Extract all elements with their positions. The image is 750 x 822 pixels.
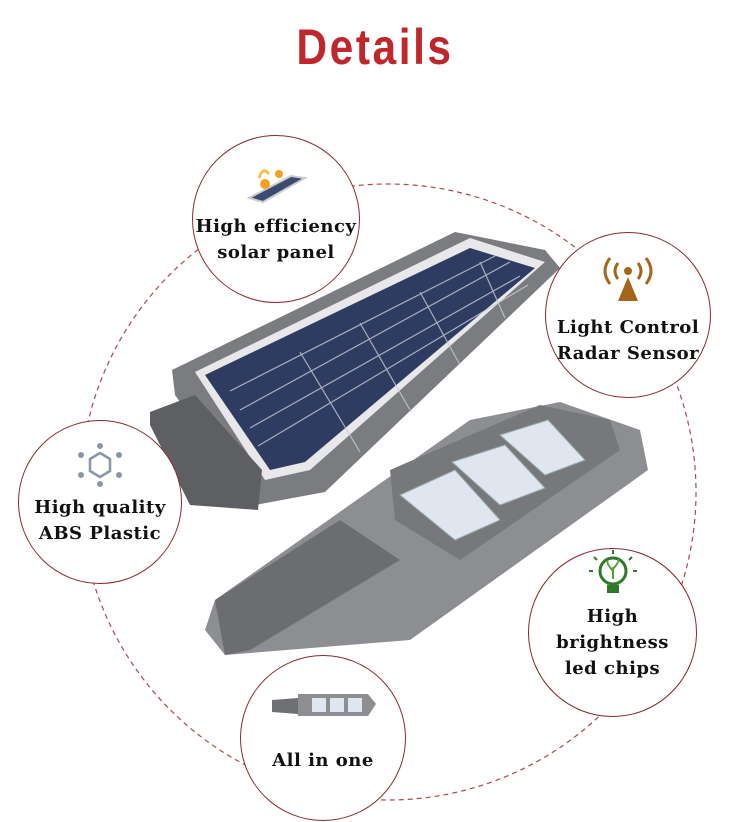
molecule-icon [78,443,122,487]
page-title: Details [296,19,454,75]
feature-label: High brightness [556,606,669,653]
feature-label: All in one [272,750,374,771]
feature-label: ABS Plastic [38,523,162,544]
bulb-icon [588,550,637,593]
feature-label: solar panel [217,242,335,263]
feature-abs-plastic: High quality ABS Plastic [18,420,182,584]
feature-solar-panel: High efficiency solar panel [192,135,360,303]
solar-panel-icon [246,169,309,204]
feature-radar-sensor: Light Control Radar Sensor [545,232,711,398]
radar-icon [603,257,653,301]
feature-all-in-one: All in one [240,655,406,821]
feature-label: High quality [34,497,166,518]
feature-label: High efficiency [195,216,357,237]
feature-label: led chips [564,658,661,679]
feature-led-chips: High brightness led chips [528,548,697,717]
street-light-icon [272,694,376,716]
feature-label: Light Control [556,317,700,338]
feature-label: Radar Sensor [556,343,700,364]
